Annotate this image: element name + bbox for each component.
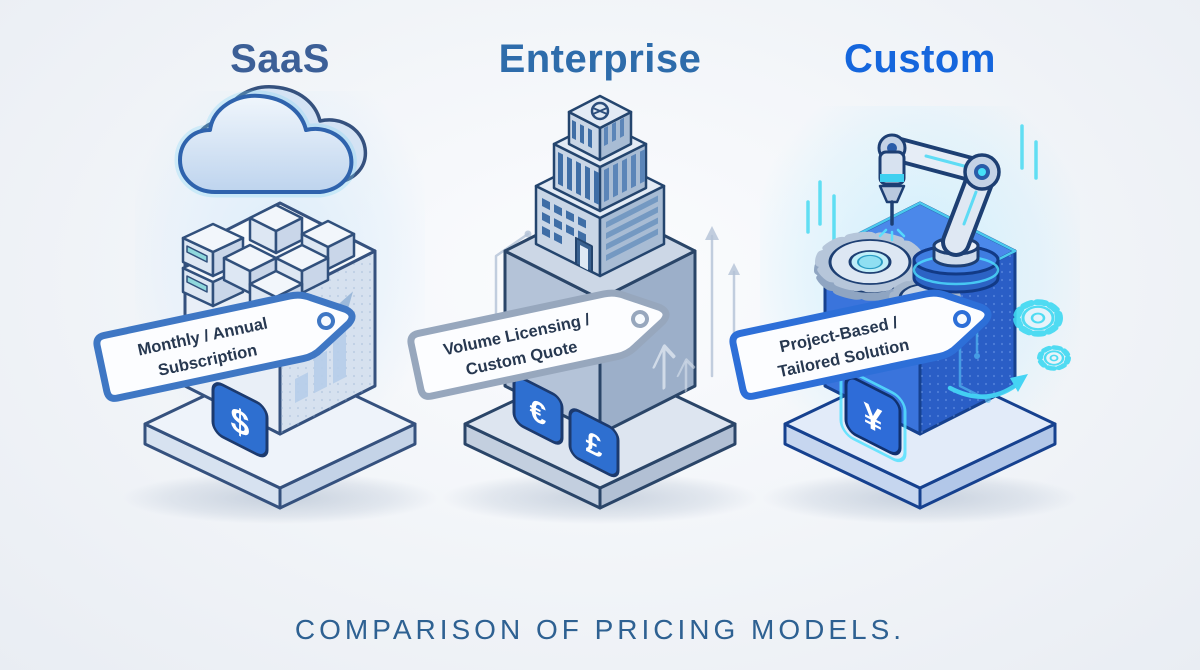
- energy-streaks: [806, 124, 1038, 242]
- cyan-arrow-icon: [947, 374, 1028, 399]
- door: [575, 236, 593, 274]
- tag-hole: [631, 310, 650, 329]
- window-grid: [542, 198, 586, 245]
- column-title-enterprise: Enterprise: [498, 37, 702, 81]
- dollar-symbol: $: [231, 398, 250, 446]
- office-building-icon: [534, 94, 666, 278]
- pricing-column-custom: Custom: [729, 30, 1080, 546]
- window-bars: [572, 120, 592, 149]
- enterprise-illustration: € £ Volume Licensing / Custom Quote: [407, 94, 758, 524]
- tool-head: [878, 150, 906, 242]
- window-bars: [604, 149, 645, 202]
- cloud-icon: [174, 85, 368, 198]
- currency-badge-dollar: $: [211, 382, 269, 458]
- euro-symbol: €: [530, 391, 547, 433]
- column-title-custom: Custom: [844, 37, 996, 81]
- cube: [248, 203, 304, 255]
- emblem-icon: [590, 101, 610, 121]
- yen-symbol: ¥: [864, 394, 883, 442]
- currency-badge-euro: €: [512, 375, 564, 445]
- tag-hole: [317, 312, 336, 331]
- currency-badges: € £: [512, 375, 620, 478]
- flow-arrow-decor: [652, 344, 696, 393]
- window-stripes: [606, 195, 658, 261]
- upward-arrows: [494, 226, 740, 378]
- price-tag-saas: Monthly / Annual Subscription: [93, 291, 356, 402]
- robot-arm-icon: [877, 133, 1001, 294]
- columns-row: SaaS: [93, 30, 1080, 546]
- price-tag-custom: Project-Based / Tailored Solution: [729, 289, 992, 400]
- currency-badge-yen: ¥: [839, 369, 907, 463]
- column-title-saas: SaaS: [230, 37, 330, 81]
- pricing-column-saas: SaaS: [93, 30, 440, 546]
- gear-outline-icons: [1013, 299, 1071, 371]
- pricing-column-enterprise: Enterprise: [407, 30, 760, 546]
- saas-illustration: $ Monthly / Annual Subscription: [93, 85, 438, 524]
- window-bars: [558, 152, 599, 205]
- tag-hole: [953, 310, 972, 329]
- window-bars: [604, 117, 624, 146]
- custom-illustration: ¥ Project-Based / Tailored Solution: [729, 106, 1080, 524]
- pound-symbol: £: [586, 423, 603, 465]
- caption: COMPARISON OF PRICING MODELS.: [294, 614, 906, 645]
- currency-badge-pound: £: [568, 408, 620, 478]
